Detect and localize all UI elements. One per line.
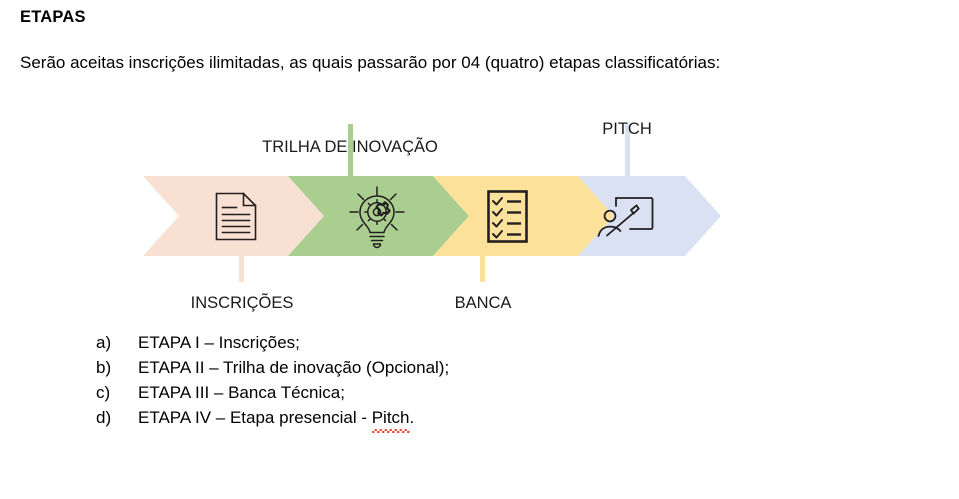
list-item-marker: b)	[96, 358, 112, 377]
connector-stem-inscricoes	[239, 240, 244, 282]
stage-label-trilha: TRILHA DE INOVAÇÃO	[262, 136, 438, 156]
document-icon	[215, 192, 257, 241]
etapas-list: a) ETAPA I – Inscrições; b) ETAPA II – T…	[96, 330, 656, 433]
list-item-text-suffix: .	[409, 408, 415, 427]
list-item-text-prefix: ETAPA IV – Etapa presencial -	[138, 408, 372, 427]
list-item-marker: a)	[96, 333, 112, 352]
list-item: d) ETAPA IV – Etapa presencial - Pitch.	[96, 405, 656, 433]
stage-label-pitch: PITCH	[602, 120, 652, 138]
connector-stem-banca	[480, 240, 485, 282]
chevron-stage-pitch[interactable]	[578, 176, 721, 256]
process-diagram: TRILHA DE INOVAÇÃO PITCH INSCRIÇÕES BANC…	[0, 100, 959, 325]
spellcheck-misspelled-word[interactable]: Pitch	[371, 405, 410, 433]
presentation-person-icon	[597, 197, 654, 237]
list-item-text: ETAPA I – Inscrições;	[138, 333, 300, 352]
intro-paragraph: Serão aceitas inscrições ilimitadas, as …	[20, 53, 721, 72]
stage-label-banca: BANCA	[455, 294, 512, 312]
list-item: a) ETAPA I – Inscrições;	[96, 330, 656, 355]
chevron-stage-inscricoes[interactable]	[143, 176, 324, 256]
page-title: ETAPAS	[20, 8, 86, 26]
list-item-text: ETAPA IV – Etapa presencial - Pitch.	[138, 405, 415, 433]
list-item-text: ETAPA II – Trilha de inovação (Opcional)…	[138, 358, 450, 377]
checklist-icon	[487, 190, 528, 243]
stage-label-inscricoes: INSCRIÇÕES	[191, 292, 294, 312]
list-item: c) ETAPA III – Banca Técnica;	[96, 380, 656, 405]
process-diagram-svg: TRILHA DE INOVAÇÃO PITCH INSCRIÇÕES BANC…	[143, 120, 721, 312]
connector-stem-trilha	[348, 124, 353, 184]
connector-stem-pitch	[625, 124, 630, 184]
list-item: b) ETAPA II – Trilha de inovação (Opcion…	[96, 355, 656, 380]
list-item-text: ETAPA III – Banca Técnica;	[138, 383, 345, 402]
lightbulb-gear-icon	[349, 186, 405, 249]
list-item-marker: d)	[96, 408, 112, 427]
list-item-marker: c)	[96, 383, 111, 402]
chevron-stage-banca[interactable]	[433, 176, 614, 256]
